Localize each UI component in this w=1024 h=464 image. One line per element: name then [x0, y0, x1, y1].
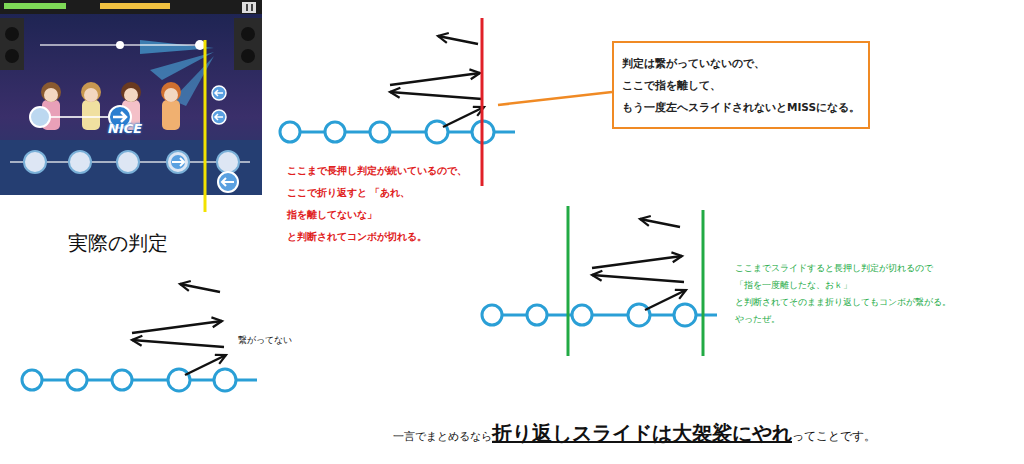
- summary-emphasis: 折り返しスライドは大袈裟にやれ: [492, 420, 792, 447]
- slide-arrows: [592, 219, 686, 310]
- red-judge-line: [481, 18, 484, 186]
- slide-arrows: [390, 36, 484, 127]
- summary-lead: 一言でまとめるなら: [393, 430, 492, 444]
- annotation: 繋がってない: [238, 334, 292, 347]
- callout-box: 判定は繋がっていないので、ここで指を離して、 もう一度左へスライドされないとMI…: [612, 41, 870, 129]
- callout-text: 判定は繋がっていないので、ここで指を離して、 もう一度左へスライドされないとMI…: [622, 52, 858, 118]
- green-note: ここまでスライドすると長押し判定が切れるので 「指を一度離したな、おｋ」 と判断…: [735, 260, 963, 328]
- note-row: [22, 369, 257, 391]
- game-screenshot: [0, 0, 262, 195]
- judge-line: [204, 40, 207, 212]
- summary-tail: ってことです。: [792, 428, 876, 445]
- summary-line: 一言でまとめるなら折り返しスライドは大袈裟にやれってことです。: [393, 420, 876, 447]
- leader-line: [498, 92, 612, 105]
- note-row: [280, 121, 515, 143]
- judgement-text: NICE: [108, 121, 142, 136]
- red-note: ここまで長押し判定が続いているので、 ここで折り返すと 「あれ、指を離してないな…: [287, 160, 482, 248]
- green-judge-line: [702, 210, 705, 356]
- slide-arrows: [132, 284, 226, 375]
- note-row: [482, 304, 717, 326]
- green-judge-line: [567, 206, 570, 356]
- section-heading: 実際の判定: [68, 230, 168, 257]
